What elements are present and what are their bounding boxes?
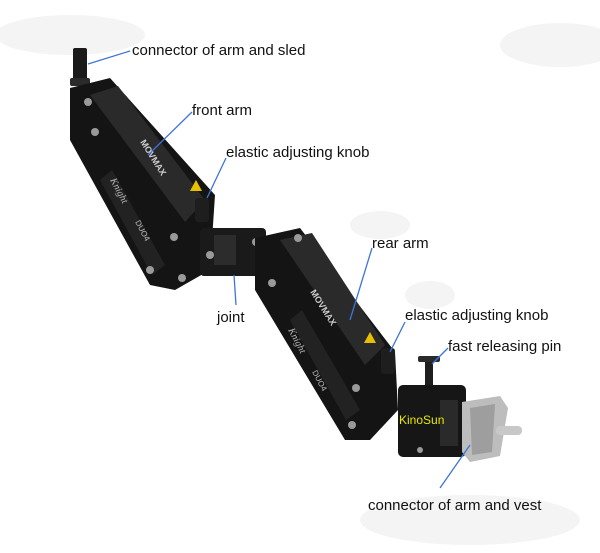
label-elastic-knob-2: elastic adjusting knob xyxy=(405,307,549,324)
front-arm-body xyxy=(70,78,215,290)
front-arm-assembly xyxy=(70,48,215,290)
label-front-arm: front arm xyxy=(192,102,253,119)
rear-arm-assembly xyxy=(255,228,398,440)
leader-line-joint xyxy=(233,274,237,306)
label-connector-vest: connector of arm and vest xyxy=(368,497,542,514)
leader-line-front-arm xyxy=(147,111,193,156)
joint-assembly xyxy=(200,228,266,276)
leader-lines xyxy=(87,50,471,489)
leader-line-sled xyxy=(87,50,131,65)
fast-releasing-pin xyxy=(425,358,433,386)
elastic-adjusting-knob-1 xyxy=(195,198,209,222)
background-blobs xyxy=(0,15,600,545)
leader-line-knob-2 xyxy=(389,321,406,353)
elastic-adjusting-knob-2 xyxy=(381,348,395,374)
label-connector-sled: connector of arm and sled xyxy=(132,42,306,59)
leader-line-rear-arm xyxy=(349,247,373,321)
label-elastic-knob-1: elastic adjusting knob xyxy=(226,144,370,161)
vest-connector-assembly xyxy=(398,356,522,462)
watermark: KinoSun xyxy=(399,413,445,427)
label-fast-pin: fast releasing pin xyxy=(448,338,562,355)
leader-line-knob-1 xyxy=(206,157,227,199)
sled-connector-post xyxy=(73,48,87,82)
leader-line-pin xyxy=(431,347,449,365)
label-rear-arm: rear arm xyxy=(372,235,429,252)
rear-arm-body xyxy=(255,228,398,440)
leader-line-vest xyxy=(439,444,471,489)
label-joint: joint xyxy=(217,309,245,326)
